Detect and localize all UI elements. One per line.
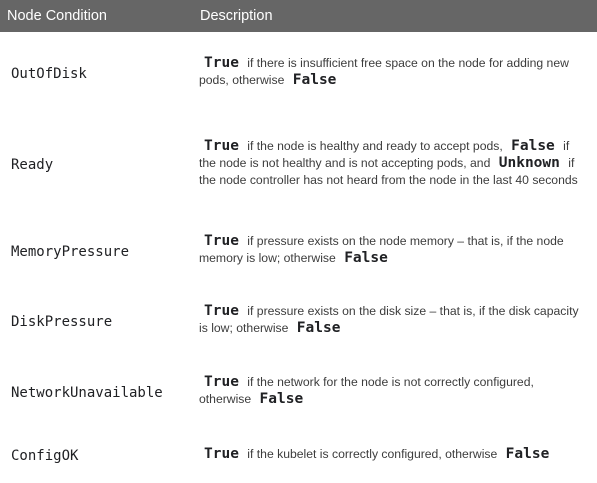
- status-keyword: False: [344, 249, 388, 266]
- status-keyword: True: [204, 373, 239, 390]
- description-text: if the network for the node is not corre…: [199, 374, 534, 406]
- table-row: OutOfDisk True if there is insufficient f…: [0, 32, 597, 111]
- status-keyword: True: [204, 54, 239, 71]
- description-text: if there is insufficient free space on t…: [199, 55, 569, 87]
- header-row: Node Condition Description: [0, 0, 597, 32]
- condition-description: True if the node is healthy and ready to…: [190, 111, 597, 215]
- table-row: Ready True if the node is healthy and rea…: [0, 111, 597, 215]
- header-description: Description: [190, 0, 597, 32]
- node-condition-name: ConfigOK: [11, 448, 79, 464]
- status-keyword: False: [296, 320, 341, 336]
- table-row: ConfigOK True if the kubelet is correctly…: [0, 425, 597, 483]
- description-text: if the node is healthy and ready to acce…: [243, 138, 507, 153]
- status-keyword: Unknown: [498, 154, 560, 171]
- status-keyword: False: [259, 390, 304, 407]
- node-condition-name: DiskPressure: [11, 314, 113, 330]
- node-condition-name: Ready: [11, 157, 54, 173]
- table-row: NetworkUnavailable True if the network fo…: [0, 356, 597, 425]
- table-row: DiskPressure True if pressure exists on t…: [0, 284, 597, 356]
- description-text: if the kubelet is correctly configured, …: [243, 446, 501, 461]
- status-keyword: True: [204, 445, 239, 462]
- status-keyword: False: [505, 445, 550, 462]
- condition-description: True if the kubelet is correctly configu…: [190, 425, 597, 483]
- node-condition-name: NetworkUnavailable: [11, 384, 163, 401]
- header-node-condition: Node Condition: [0, 0, 190, 32]
- status-keyword: True: [204, 232, 239, 249]
- node-condition-name: OutOfDisk: [11, 65, 87, 82]
- status-keyword: True: [204, 137, 239, 154]
- condition-description: True if pressure exists on the disk size…: [190, 284, 597, 356]
- node-condition-name: MemoryPressure: [11, 243, 130, 260]
- condition-description: True if the network for the node is not …: [190, 356, 597, 425]
- condition-description: True if there is insufficient free space…: [190, 32, 597, 111]
- status-keyword: False: [292, 71, 337, 88]
- description-text: if pressure exists on the disk size – th…: [199, 304, 579, 335]
- status-keyword: False: [511, 137, 555, 154]
- description-text: if the node controller has not heard fro…: [199, 155, 578, 187]
- table-row: MemoryPressure True if pressure exists on…: [0, 215, 597, 284]
- description-text: if the node is not healthy and is not ac…: [199, 138, 570, 170]
- condition-description: True if pressure exists on the node memo…: [190, 215, 597, 284]
- status-keyword: True: [204, 303, 239, 319]
- description-text: if pressure exists on the node memory – …: [199, 233, 564, 265]
